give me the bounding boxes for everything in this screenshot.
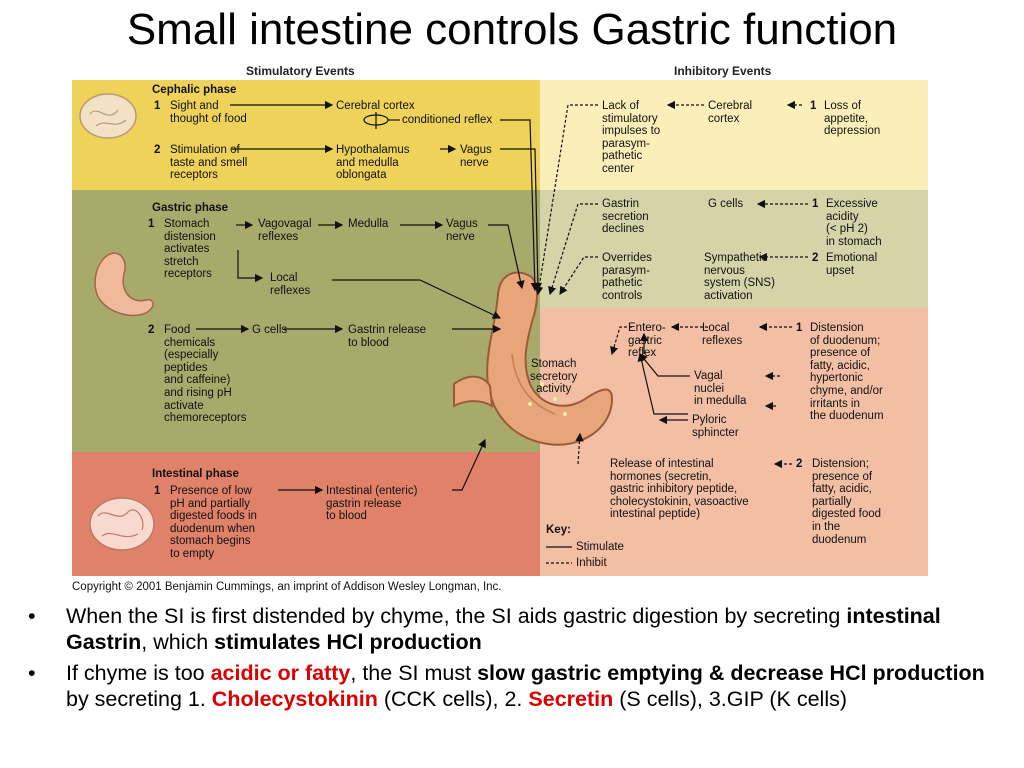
cephalic-vagus-nerve: Vagus nerve <box>460 144 492 169</box>
cephalic-conditioned-reflex: conditioned reflex <box>402 114 493 126</box>
inh-lack-of-stimulatory: Lack of stimulatory impulses to parasym-… <box>602 100 661 175</box>
inh-distension-fatty: Distension; presence of fatty, acidic, p… <box>812 458 882 546</box>
intestine-icon <box>89 497 155 551</box>
inh-duodenum-distension: Distension of duodenum; presence of fatt… <box>810 322 884 423</box>
bullet-marker: • <box>28 604 36 628</box>
copyright: Copyright © 2001 Benjamin Cummings, an i… <box>72 581 502 593</box>
diagram-graphics <box>79 93 808 564</box>
bullet2-acidic-fatty: acidic or fatty <box>210 661 351 685</box>
stomach-illustration <box>453 271 614 446</box>
inh-excessive-acidity: Excessive acidity (< pH 2) in stomach <box>826 198 882 248</box>
bullet-item-2: • If chyme is too acidic or fatty, the S… <box>28 661 998 712</box>
inh-enterogastric-reflex: Entero- gastric reflex <box>628 322 666 360</box>
cephalic-hypothalamus: Hypothalamus and medulla oblongata <box>336 144 410 182</box>
inh-cephalic-num-1: 1 <box>810 100 817 112</box>
inh-gastrin-secretion: Gastrin secretion declines <box>602 198 649 236</box>
gastric-vagus-nerve: Vagus nerve <box>446 218 478 243</box>
intestinal-band-right <box>540 308 928 576</box>
gastric-medulla: Medulla <box>348 218 389 230</box>
stomach-secretory-activity: Stomach secretory activity <box>530 358 578 396</box>
inh-intestinal-num-1: 1 <box>796 322 803 334</box>
inh-gastric-num-1: 1 <box>812 198 819 210</box>
bullet1-text-a: When the SI is first distended by chyme,… <box>66 604 847 628</box>
inh-loss-of-appetite: Loss of appetite, depression <box>824 100 881 138</box>
gastric-regulation-diagram: Stimulatory Events Inhibitory Events Cep… <box>60 54 930 604</box>
gastric-g-cells: G cells <box>252 324 288 336</box>
bullet1-text-b: , which <box>141 629 215 654</box>
inh-g-cells: G cells <box>708 198 744 210</box>
bullet2-text-e: (S cells), 3.GIP (K cells) <box>613 686 848 711</box>
gastric-gastrin-release: Gastrin release to blood <box>348 324 426 349</box>
cephalic-num-2: 2 <box>154 144 161 156</box>
inh-intestinal-hormones: Release of intestinal hormones (secretin… <box>610 458 749 521</box>
bullet2-secretin: Secretin <box>528 686 614 711</box>
gastric-food-chemicals: Food chemicals (especially peptides and … <box>164 324 247 425</box>
intestinal-phase-label: Intestinal phase <box>152 468 239 480</box>
bullet2-text-b: , the SI must <box>350 661 478 685</box>
gastric-phase-label: Gastric phase <box>152 202 229 214</box>
cephalic-cerebral-cortex: Cerebral cortex <box>336 100 415 112</box>
cephalic-num-1: 1 <box>154 100 161 112</box>
cephalic-band-right <box>540 80 928 190</box>
bullet2-slow-emptying: slow gastric emptying & decrease HCl pro… <box>477 661 985 685</box>
header-stimulatory: Stimulatory Events <box>246 64 355 78</box>
gastric-band-right <box>540 190 928 308</box>
bullet-list: • When the SI is first distended by chym… <box>28 604 998 718</box>
cephalic-band-left <box>72 80 540 190</box>
gastric-local-reflexes: Local reflexes <box>270 272 311 297</box>
gastric-num-2: 2 <box>148 324 155 336</box>
key-title: Key: <box>546 524 571 536</box>
inh-emotional-upset: Emotional upset <box>826 252 878 277</box>
inh-intestinal-num-2: 2 <box>796 458 803 470</box>
inh-local-reflexes: Local reflexes <box>702 322 743 347</box>
bullet-item-1: • When the SI is first distended by chym… <box>28 604 998 655</box>
cephalic-taste-smell: Stimulation of taste and smell receptors <box>170 144 248 182</box>
inh-overrides-parasympathetic: Overrides parasym- pathetic controls <box>602 252 652 302</box>
bullet2-cholecystokinin: Cholecystokinin <box>211 686 378 711</box>
gastric-num-1: 1 <box>148 218 155 230</box>
intestinal-low-ph: Presence of low pH and partially digeste… <box>170 485 257 560</box>
intestinal-num-1: 1 <box>154 485 161 497</box>
key-inhibit: Inhibit <box>576 557 607 569</box>
intestinal-enteric-gastrin: Intestinal (enteric) gastrin release to … <box>326 485 418 523</box>
inh-gastric-num-2: 2 <box>812 252 819 264</box>
cephalic-sight-thought: Sight and thought of food <box>170 100 247 125</box>
inh-vagal-nuclei: Vagal nuclei in medulla <box>694 370 747 408</box>
inh-pyloric-sphincter: Pyloric sphincter <box>692 414 739 439</box>
bullet1-stimulates-hcl: stimulates HCl production <box>214 629 482 654</box>
inh-cerebral-cortex: Cerebral cortex <box>708 100 753 125</box>
bullet-marker: • <box>28 661 36 685</box>
gastric-band-left <box>72 190 540 452</box>
small-stomach-icon <box>94 252 154 317</box>
brain-icon <box>79 93 137 139</box>
gastric-vagovagal: Vagovagal reflexes <box>258 218 312 243</box>
header-inhibitory: Inhibitory Events <box>674 64 772 78</box>
slide-title: Small intestine controls Gastric functio… <box>126 5 898 54</box>
cephalic-phase-label: Cephalic phase <box>152 84 237 96</box>
bullet2-text-c: by secreting 1. <box>66 686 212 711</box>
gastric-stomach-distension: Stomach distension activates stretch rec… <box>164 218 216 281</box>
bullet1-intestinal-gastrin: intestinal Gastrin <box>66 604 941 654</box>
key-stimulate: Stimulate <box>576 541 624 553</box>
inh-sns-activation: Sympathetic nervous system (SNS) activat… <box>704 252 775 302</box>
bullet2-text-a: If chyme is too <box>66 661 211 685</box>
bullet2-text-d: (CCK cells), 2. <box>377 686 529 711</box>
